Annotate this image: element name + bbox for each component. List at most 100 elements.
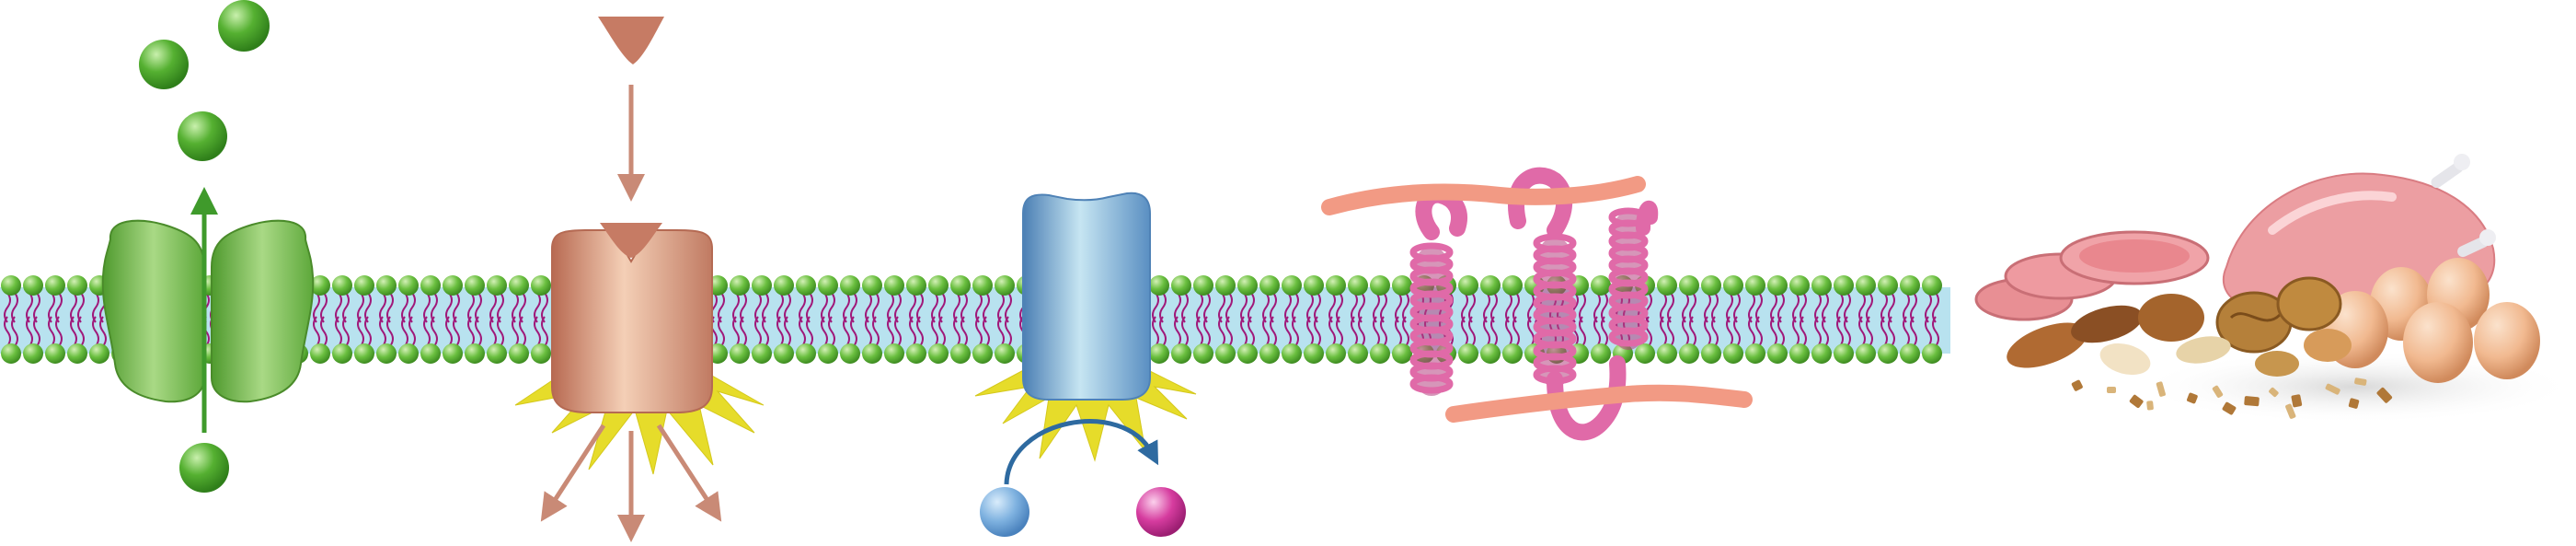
- lipid-head: [332, 275, 352, 296]
- lipid-head: [818, 275, 838, 296]
- lipid-tail: [48, 292, 55, 323]
- lipid-tail: [1704, 292, 1711, 323]
- lipid-head: [1370, 275, 1390, 296]
- lipid-head: [1701, 343, 1721, 364]
- lipid-tail: [320, 292, 328, 323]
- lipid-tail: [1262, 292, 1270, 323]
- nut-crumb: [2354, 378, 2367, 386]
- food-shadow: [2134, 350, 2576, 424]
- lipid-tail: [799, 316, 806, 347]
- lipid-head: [995, 343, 1015, 364]
- lipid-head: [1789, 275, 1810, 296]
- lipid-head: [354, 343, 374, 364]
- lipid-head: [376, 275, 397, 296]
- lipid-tail: [1270, 316, 1277, 347]
- lipid-head: [1171, 343, 1191, 364]
- lipid-tail: [1351, 316, 1358, 347]
- lipid-head: [1458, 343, 1478, 364]
- lipid-tail: [99, 316, 107, 347]
- lipid-tail: [55, 316, 63, 347]
- lipid-head: [1679, 343, 1699, 364]
- lipid-head: [1193, 343, 1213, 364]
- lipid-tail: [1770, 316, 1777, 347]
- alpha-helix: [1409, 242, 1454, 396]
- lipid-tail: [386, 292, 394, 323]
- lipid-head: [23, 275, 43, 296]
- lipid-head: [1811, 275, 1832, 296]
- nut-crumb: [2376, 387, 2393, 403]
- lipid-head: [840, 343, 860, 364]
- lipid-head: [420, 343, 441, 364]
- lipid-tail: [1351, 292, 1358, 323]
- lipid-tail: [1225, 316, 1233, 347]
- lipid-tail: [887, 316, 894, 347]
- lipid-head: [1282, 343, 1302, 364]
- lipid-tail: [776, 316, 784, 347]
- lipid-head: [1922, 343, 1942, 364]
- nut-crumb: [2325, 383, 2340, 395]
- lipid-head: [752, 275, 772, 296]
- lipid-head: [1856, 343, 1876, 364]
- lipid-head: [1392, 343, 1412, 364]
- receptor-body: [551, 229, 713, 413]
- lipid-tail: [77, 316, 85, 347]
- lipid-tail: [445, 316, 453, 347]
- lipid-head: [487, 343, 507, 364]
- lipid-head: [1834, 343, 1854, 364]
- ligand-receptor-icon: [514, 17, 765, 542]
- lipid-tail: [364, 292, 372, 323]
- lipid-tail: [983, 292, 990, 323]
- lipid-head: [1922, 275, 1942, 296]
- lipid-tail: [718, 316, 725, 347]
- lipid-tail: [850, 316, 857, 347]
- lipid-tail: [1726, 316, 1733, 347]
- lipid-head: [1149, 275, 1169, 296]
- lipid-head: [950, 343, 971, 364]
- lipid-head: [840, 275, 860, 296]
- lipid-tail: [828, 316, 835, 347]
- transmembrane-protein-icon: [1321, 167, 1753, 441]
- lipid-tail: [26, 316, 33, 347]
- lipid-tail: [1328, 292, 1336, 323]
- ham-highlight: [2268, 191, 2397, 235]
- lipid-head: [1370, 343, 1390, 364]
- lipid-tail: [77, 292, 85, 323]
- nut-crumb: [2107, 387, 2116, 393]
- egg: [2474, 302, 2540, 379]
- lipid-tail: [512, 316, 519, 347]
- lipid-tail: [960, 292, 968, 323]
- lipid-head: [1834, 275, 1854, 296]
- lipid-tail: [475, 292, 482, 323]
- lipid-head: [1171, 275, 1191, 296]
- lipid-tail: [313, 316, 320, 347]
- lipid-tail: [92, 316, 99, 347]
- protein-loop: [1547, 355, 1627, 441]
- lipid-tail: [740, 316, 747, 347]
- lipid-tail: [953, 316, 960, 347]
- lipid-tail: [1689, 292, 1696, 323]
- lipid-head: [1237, 275, 1258, 296]
- lipid-tail: [1402, 316, 1409, 347]
- lipid-tail: [357, 292, 364, 323]
- lipid-tail: [1270, 292, 1277, 323]
- lipid-tail: [872, 316, 880, 347]
- lipid-head: [928, 275, 949, 296]
- lipid-tail: [1880, 292, 1888, 323]
- lipid-head: [443, 343, 463, 364]
- lipid-tail: [1836, 292, 1844, 323]
- lipid-tail: [1822, 316, 1829, 347]
- lipid-tail: [843, 316, 850, 347]
- lipid-tail: [1844, 316, 1851, 347]
- lipid-tail: [1181, 316, 1189, 347]
- lipid-tail: [379, 292, 386, 323]
- lipid-head: [906, 275, 926, 296]
- lipid-head: [310, 343, 330, 364]
- lipid-head: [884, 275, 904, 296]
- lipid-tail: [33, 292, 40, 323]
- lipid-tail: [1601, 316, 1608, 347]
- lipid-head: [354, 275, 374, 296]
- lipid-head: [1326, 343, 1346, 364]
- lipid-tail: [70, 316, 77, 347]
- signal-arrows: [540, 424, 722, 542]
- reaction-arrow: [1004, 419, 1159, 485]
